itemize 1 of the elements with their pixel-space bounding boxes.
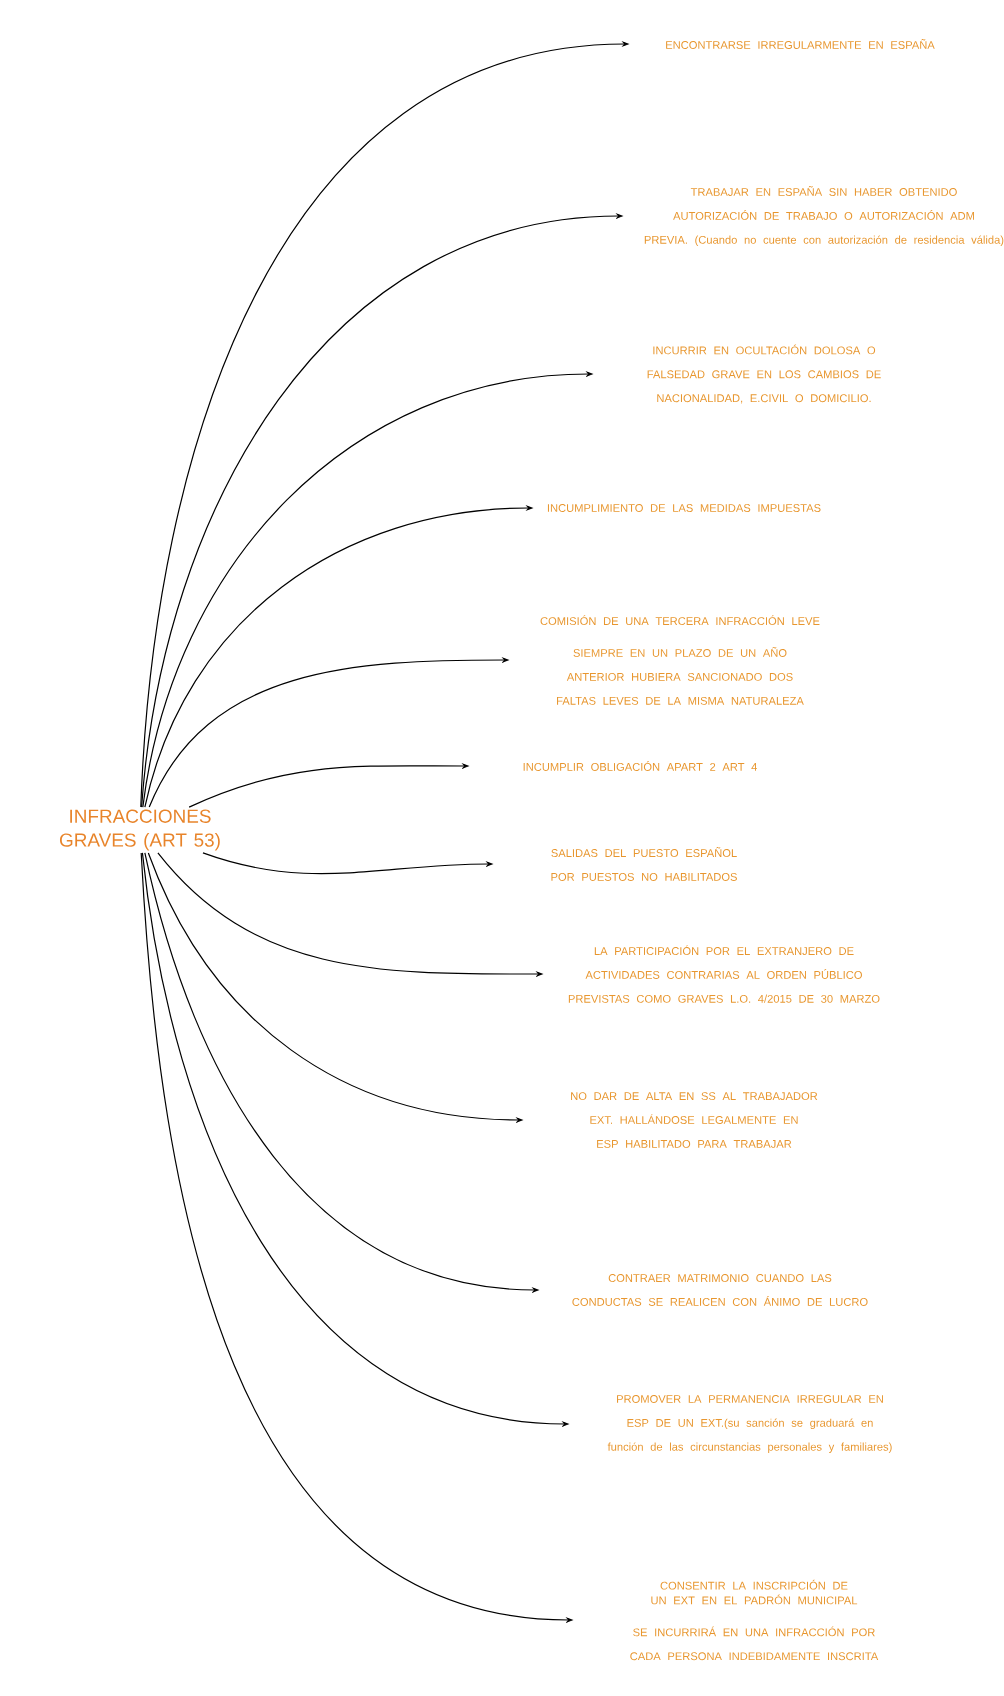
title-text: INFRACCIONES GRAVES (ART 53) [59,809,220,851]
